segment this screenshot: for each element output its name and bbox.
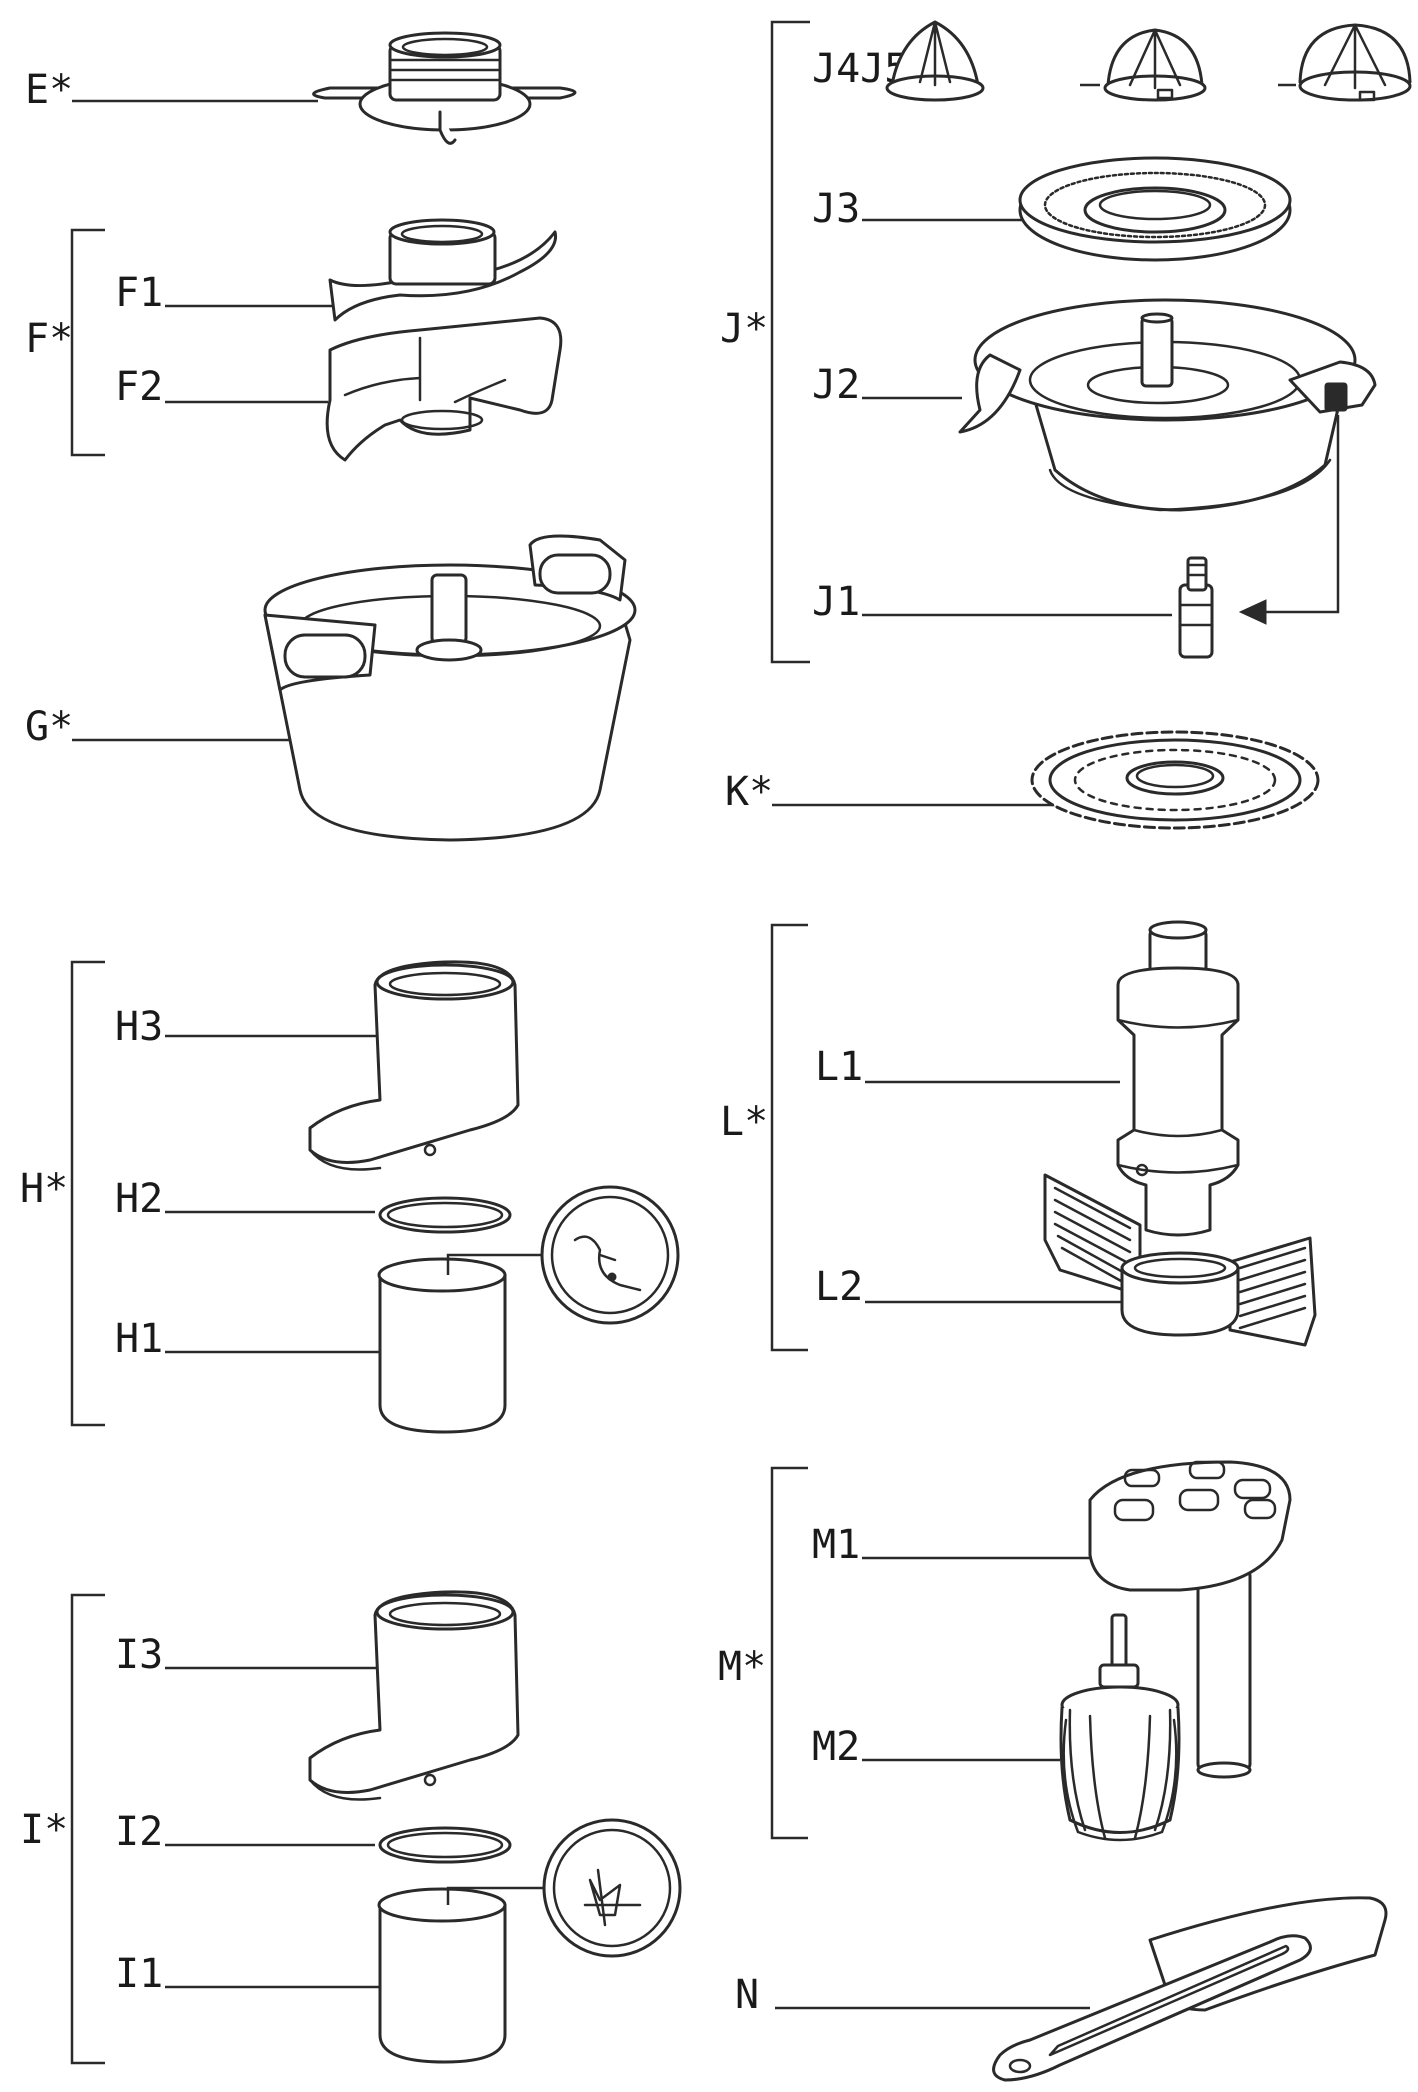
label-L1: L1: [815, 1044, 863, 1090]
label-J: J*: [720, 306, 768, 352]
label-J1: J1: [812, 579, 860, 625]
part-K-emulsifying-disc: [1030, 730, 1320, 830]
arrow-J1-line: [1262, 415, 1340, 614]
bracket-M: [770, 1466, 808, 1840]
label-M1: M1: [812, 1522, 860, 1568]
part-G-bowl: [263, 534, 637, 842]
label-F: F*: [25, 316, 73, 362]
label-K: K*: [725, 769, 773, 815]
part-I1-grinder-cup: [377, 1818, 682, 2064]
label-L: L*: [720, 1099, 768, 1145]
label-I1: I1: [115, 1951, 163, 1997]
part-M1-beater-drive: [1088, 1460, 1292, 1779]
part-M2-beater: [1059, 1613, 1181, 1842]
label-M: M*: [718, 1644, 766, 1690]
label-I: I*: [20, 1807, 68, 1853]
part-N-spatula: [992, 1896, 1388, 2082]
part-J5-cone-medium: [1103, 28, 1207, 102]
label-E: E*: [25, 67, 73, 113]
part-E-blade-adapter: [312, 31, 577, 145]
label-L2: L2: [815, 1264, 863, 1310]
part-I3-grinder-lid: [308, 1590, 520, 1801]
label-H2: H2: [115, 1176, 163, 1222]
part-J1-drive-adapter: [1178, 556, 1214, 659]
label-H1: H1: [115, 1316, 163, 1362]
label-N: N: [735, 1972, 759, 2018]
bracket-J: [770, 20, 810, 664]
label-I2: I2: [115, 1809, 163, 1855]
part-J6-cone-large: [1298, 23, 1412, 102]
part-I2-seal-ring: [378, 1826, 512, 1864]
arrow-J1-head: [1238, 599, 1267, 625]
part-H2-seal-ring: [378, 1196, 512, 1234]
bracket-I: [70, 1593, 105, 2065]
bracket-F: [70, 228, 105, 457]
bracket-H: [70, 960, 105, 1427]
label-M2: M2: [812, 1724, 860, 1770]
part-J3-filter: [1018, 156, 1292, 262]
label-J2: J2: [812, 362, 860, 408]
label-I3: I3: [115, 1632, 163, 1678]
label-F1: F1: [115, 270, 163, 316]
part-H3-grinder-lid: [308, 960, 520, 1171]
label-H3: H3: [115, 1004, 163, 1050]
label-G: G*: [25, 704, 73, 750]
part-F2-dough-blade: [325, 316, 563, 462]
part-H1-grinder-cup: [377, 1185, 680, 1434]
bracket-L: [770, 923, 808, 1352]
label-F2: F2: [115, 364, 163, 410]
part-L1-whisk-drive: [1116, 920, 1240, 1237]
label-J3: J3: [812, 186, 860, 232]
part-F1-chopping-blade: [328, 218, 558, 322]
part-J4-cone-small: [885, 20, 985, 102]
label-H: H*: [20, 1166, 68, 1212]
part-J2-juicer-bowl: [958, 298, 1377, 512]
part-L2-whisk: [1043, 1173, 1317, 1347]
